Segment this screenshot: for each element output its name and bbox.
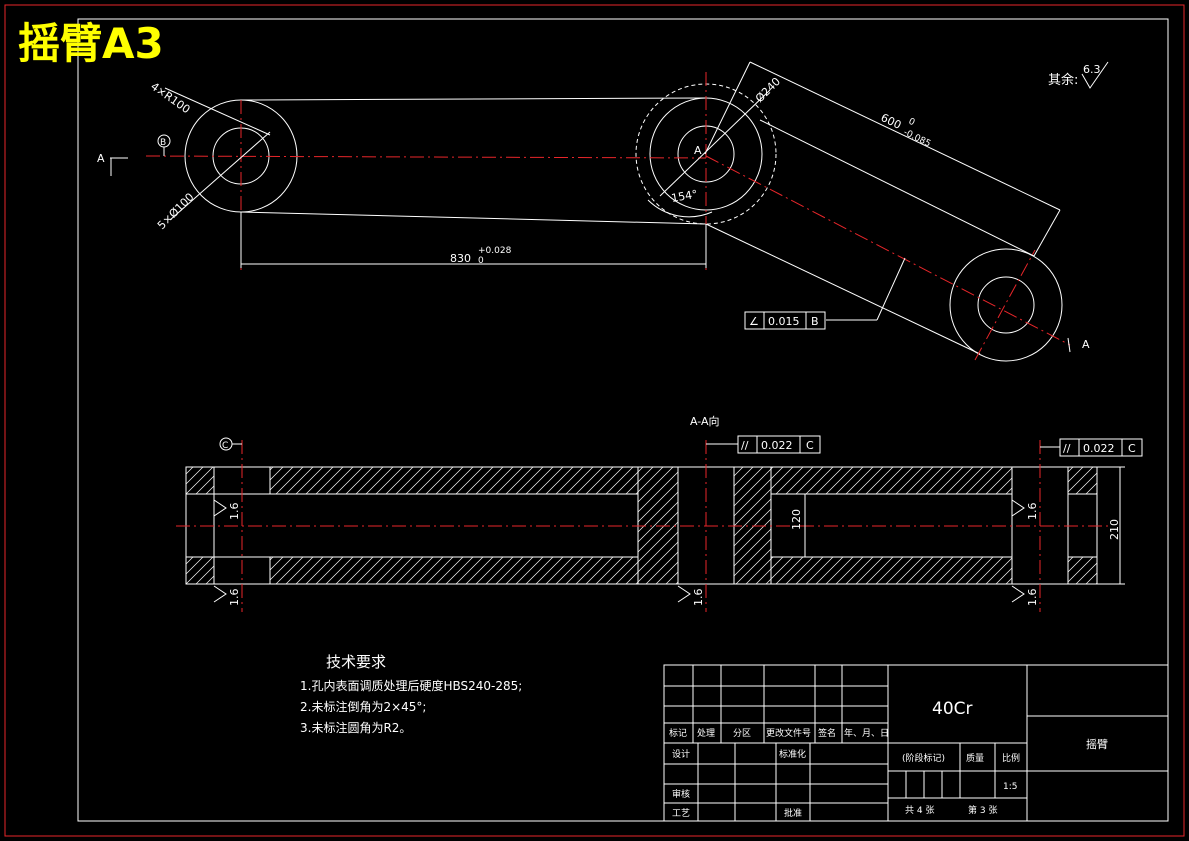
svg-text:(阶段标记): (阶段标记) <box>902 752 945 764</box>
dim-154-angle: 154° <box>670 188 698 205</box>
part-name: 摇臂 <box>1086 737 1108 751</box>
section-view: A-A向 C <box>176 414 1143 612</box>
center-line-horizontal <box>145 155 707 159</box>
svg-text:-0.085: -0.085 <box>902 128 932 150</box>
svg-text:标记: 标记 <box>669 727 687 739</box>
dim-210: 210 <box>1108 519 1121 540</box>
svg-text:工艺: 工艺 <box>672 808 690 819</box>
svg-text:0: 0 <box>907 117 917 129</box>
svg-text://: // <box>1063 442 1071 455</box>
sheet-number: 第 3 张 <box>968 804 997 816</box>
roughness-1: 1.6 <box>228 503 241 521</box>
roughness-4: 1.6 <box>1026 503 1039 521</box>
dim-120: 120 <box>790 509 803 530</box>
dim-5xD100: 5×Ø100 <box>155 190 197 232</box>
svg-text:0.022: 0.022 <box>1083 442 1115 455</box>
fcf-parallel-right <box>1059 438 1143 457</box>
tech-req-item: 2.未标注倒角为2×45°; <box>300 699 426 714</box>
outer-border <box>4 4 1185 837</box>
dim-D240: Ø240 <box>753 75 783 105</box>
svg-text:+0.028: +0.028 <box>478 246 512 256</box>
tech-req-item: 3.未标注圆角为R2。 <box>300 720 411 735</box>
sheet-count: 共 4 张 <box>905 805 934 816</box>
center-line-arm <box>705 155 1071 346</box>
svg-text:分区: 分区 <box>733 728 751 739</box>
svg-text:6.3: 6.3 <box>1083 63 1101 76</box>
svg-text:年、月、日: 年、月、日 <box>844 727 889 739</box>
roughness-3: 1.6 <box>692 589 705 607</box>
dim-830: 830 <box>450 252 471 265</box>
svg-text:标准化: 标准化 <box>779 748 806 760</box>
svg-text:比例: 比例 <box>1002 752 1020 764</box>
material-label: 40Cr <box>932 699 973 719</box>
svg-text:审核: 审核 <box>672 788 690 800</box>
svg-text:处理: 处理 <box>697 727 715 739</box>
svg-text:0: 0 <box>478 256 484 266</box>
svg-text:0.022: 0.022 <box>761 439 793 452</box>
drawing-title: 摇臂A3 <box>18 19 164 68</box>
svg-text:C: C <box>1128 442 1136 455</box>
svg-text:∠: ∠ <box>749 315 759 328</box>
tech-req-heading: 技术要求 <box>326 653 386 671</box>
roughness-other-label: 其余: <box>1048 72 1078 88</box>
svg-text:批准: 批准 <box>784 807 802 819</box>
svg-text:签名: 签名 <box>818 727 836 739</box>
dim-4xR100: 4×R100 <box>148 80 192 116</box>
roughness-5: 1.6 <box>1026 589 1039 607</box>
roughness-other-symbol <box>1081 61 1109 89</box>
svg-text://: // <box>741 439 749 452</box>
right-boss-hole <box>977 276 1035 334</box>
section-mark-a-left: A <box>97 152 105 165</box>
point-a-label: A <box>694 144 702 157</box>
svg-text:更改文件号: 更改文件号 <box>766 727 811 739</box>
svg-text:B: B <box>811 315 819 328</box>
svg-text:0.015: 0.015 <box>768 315 800 328</box>
scale-value: 1:5 <box>1003 782 1017 792</box>
tech-requirements: 技术要求 1.孔内表面调质处理后硬度HBS240-285; 2.未标注倒角为2×… <box>300 653 522 735</box>
right-boss-outer <box>949 248 1063 362</box>
fcf-parallel-left <box>737 435 821 454</box>
svg-text:C: C <box>806 439 814 452</box>
svg-text:设计: 设计 <box>672 748 690 760</box>
tech-req-item: 1.孔内表面调质处理后硬度HBS240-285; <box>300 678 522 693</box>
inner-border <box>77 18 1169 822</box>
title-block: 标记 处理 分区 更改文件号 签名 年、月、日 设计 标准化 审核 工艺 批准 … <box>663 664 1169 822</box>
svg-text:C: C <box>222 441 228 451</box>
svg-text:质量: 质量 <box>966 752 984 764</box>
roughness-2: 1.6 <box>228 589 241 607</box>
fcf-angularity <box>744 311 826 330</box>
section-title: A-A向 <box>690 414 720 428</box>
section-mark-a-right: A <box>1082 338 1090 351</box>
top-view: 830 +0.028 0 4×R100 5×Ø100 B A A A Ø240 … <box>97 61 1090 362</box>
svg-text:B: B <box>160 138 166 148</box>
